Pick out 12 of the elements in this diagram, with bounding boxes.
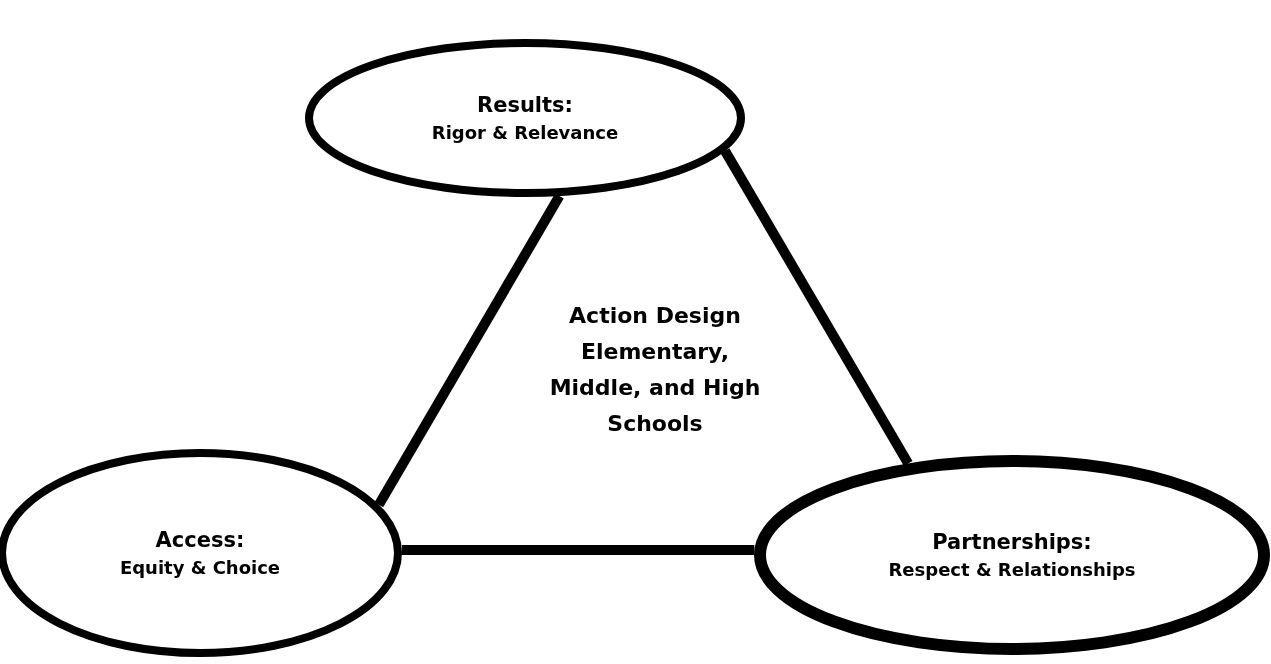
connector-line — [401, 545, 755, 555]
ellipse-node — [754, 455, 1270, 655]
connector-line — [720, 148, 913, 466]
node-text: Rigor & Relevance — [431, 121, 619, 145]
ellipse-node — [305, 39, 745, 197]
node-text: Respect & Relationships — [888, 558, 1136, 582]
node-heading: Access: — [155, 526, 245, 553]
connector-line — [374, 193, 564, 508]
center-label: Action Design Elementary, Middle, and High Schools — [548, 302, 762, 438]
node-heading: Partnerships: — [932, 528, 1092, 555]
node-heading: Results: — [477, 91, 573, 118]
node-text: Equity & Choice — [119, 556, 281, 580]
